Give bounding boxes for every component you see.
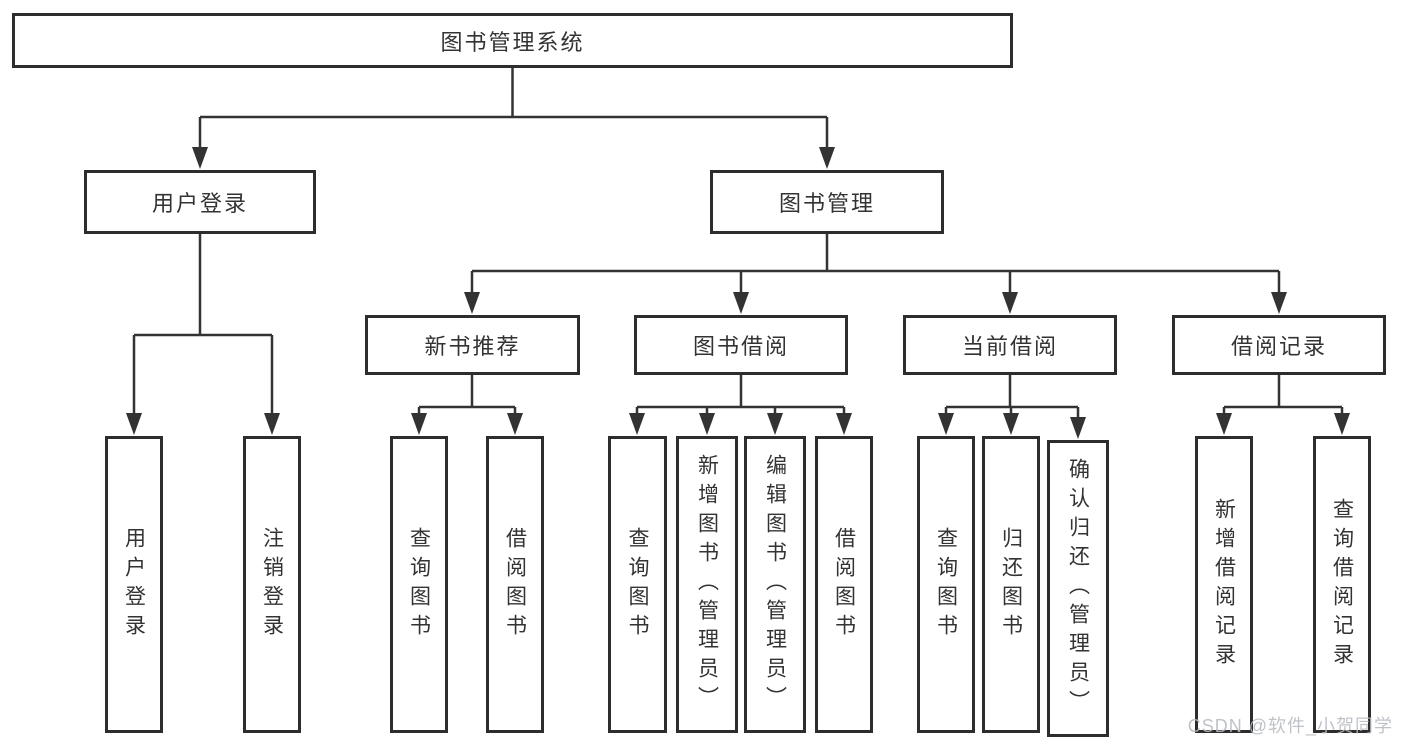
root-node: 图书管理系统 (12, 13, 1013, 68)
leaf-logout: 注销登录 (243, 436, 301, 733)
node-book-borrowing: 图书借阅 (634, 315, 848, 375)
leaf-label: 新增借阅记录 (1212, 497, 1236, 672)
leaf-query-borrow-record: 查询借阅记录 (1313, 436, 1371, 733)
leaf-label: 查询图书 (407, 526, 431, 643)
leaf-confirm-return-admin: 确认归还（管理员） (1047, 440, 1109, 737)
leaf-borrow-books-borrowing: 借阅图书 (815, 436, 873, 733)
node-new-book-recommendation: 新书推荐 (365, 315, 580, 375)
leaf-add-borrow-record: 新增借阅记录 (1195, 436, 1253, 733)
leaf-label: 借阅图书 (503, 526, 527, 643)
leaf-borrow-books-recommend: 借阅图书 (486, 436, 544, 733)
node-current-borrowing: 当前借阅 (903, 315, 1117, 375)
leaf-add-book-admin: 新增图书（管理员） (676, 436, 738, 733)
leaf-label: 查询图书 (626, 526, 649, 643)
leaf-label: 用户登录 (122, 526, 146, 643)
node-user-login: 用户登录 (84, 170, 316, 234)
leaf-return-books: 归还图书 (982, 436, 1040, 733)
node-borrowing-records: 借阅记录 (1172, 315, 1386, 375)
leaf-label: 注销登录 (260, 526, 284, 643)
node-book-management: 图书管理 (710, 170, 944, 234)
leaf-query-books-recommend: 查询图书 (390, 436, 448, 733)
leaf-edit-book-admin: 编辑图书（管理员） (744, 436, 806, 733)
csdn-watermark: CSDN @软件_小贺同学 (1187, 716, 1393, 736)
leaf-label: 归还图书 (999, 526, 1023, 643)
leaf-label: 查询借阅记录 (1330, 497, 1354, 672)
leaf-user-login: 用户登录 (105, 436, 163, 733)
leaf-query-books-borrowing: 查询图书 (608, 436, 667, 733)
leaf-query-books-current: 查询图书 (917, 436, 975, 733)
leaf-label: 确认归还（管理员） (1066, 458, 1090, 719)
leaf-label: 编辑图书（管理员） (763, 454, 787, 715)
leaf-label: 新增图书（管理员） (695, 454, 719, 715)
leaf-label: 查询图书 (934, 526, 958, 643)
leaf-label: 借阅图书 (832, 526, 856, 643)
